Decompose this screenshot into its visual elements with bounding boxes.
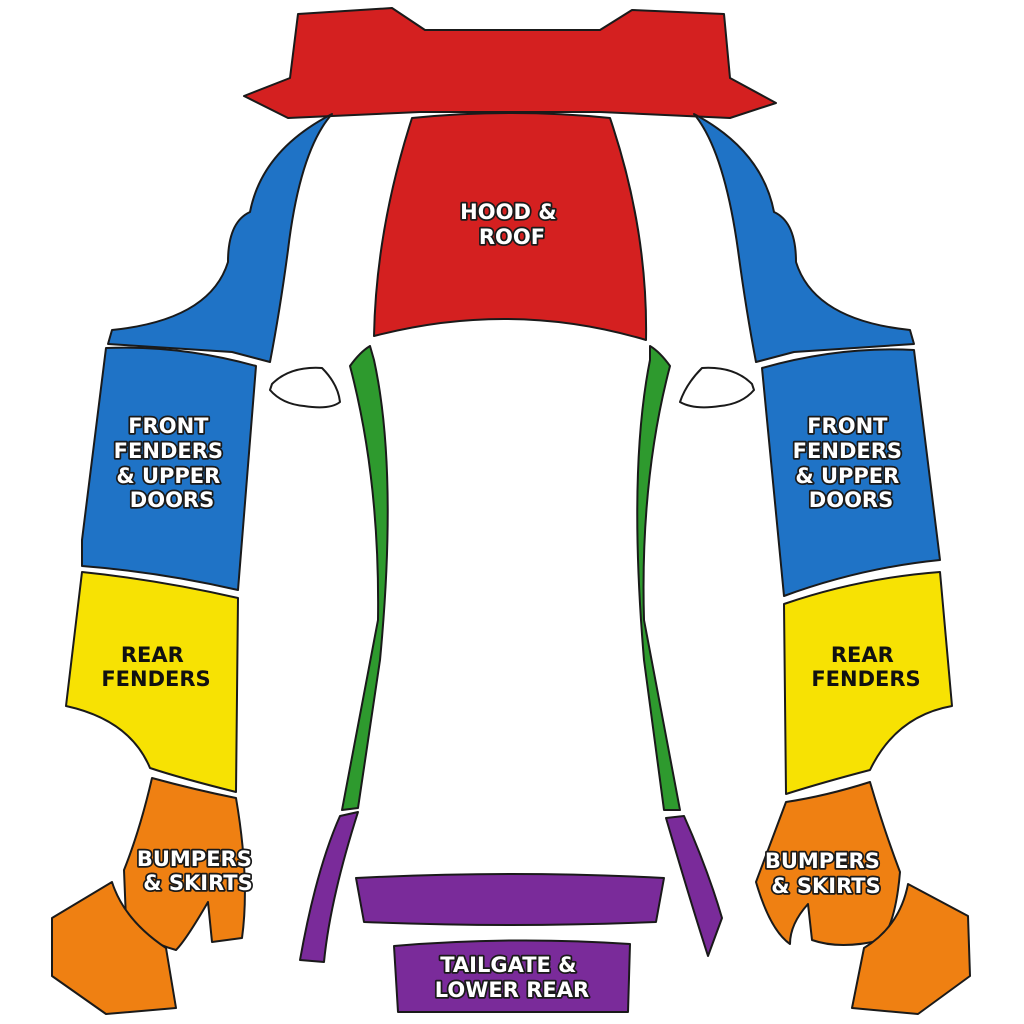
windshield-top-panel	[243, 7, 777, 119]
right-lower-side-strip	[665, 815, 723, 957]
right-front-fenders-panel	[761, 348, 941, 597]
left-rear-fenders-panel	[65, 571, 239, 793]
left-front-fender-upper-panel	[107, 113, 333, 363]
left-bumper-skirt-panel	[123, 777, 246, 951]
left-rear-fenders-label: REAR FENDERS	[101, 643, 210, 691]
hood-roof-panel	[373, 112, 648, 341]
right-rear-fenders-panel	[783, 571, 953, 795]
hood-roof-label: HOOD & ROOF	[460, 200, 564, 249]
rear-upper-strip-panel	[355, 873, 665, 926]
left-front-fenders-label: FRONT FENDERS & UPPER DOORS	[114, 414, 231, 512]
left-lower-side-strip	[299, 811, 359, 963]
right-bumper-corner-panel	[851, 883, 971, 1015]
right-front-fenders-label: FRONT FENDERS & UPPER DOORS	[793, 414, 910, 512]
tailgate-panel	[393, 939, 631, 1013]
left-pillar-strip	[341, 345, 389, 811]
left-front-fenders-panel	[81, 346, 257, 591]
right-rear-fenders-label: REAR FENDERS	[811, 643, 920, 691]
left-bumpers-skirts-label: BUMPERS & SKIRTS	[137, 847, 259, 895]
left-bumper-corner-panel	[51, 881, 177, 1015]
right-pillar-strip	[636, 345, 681, 811]
right-front-fender-upper-panel	[693, 113, 915, 363]
left-mirror-panel	[269, 366, 341, 409]
right-bumpers-skirts-label: BUMPERS & SKIRTS	[765, 849, 887, 898]
tailgate-label: TAILGATE & LOWER REAR	[435, 953, 589, 1002]
right-mirror-panel	[679, 366, 755, 409]
